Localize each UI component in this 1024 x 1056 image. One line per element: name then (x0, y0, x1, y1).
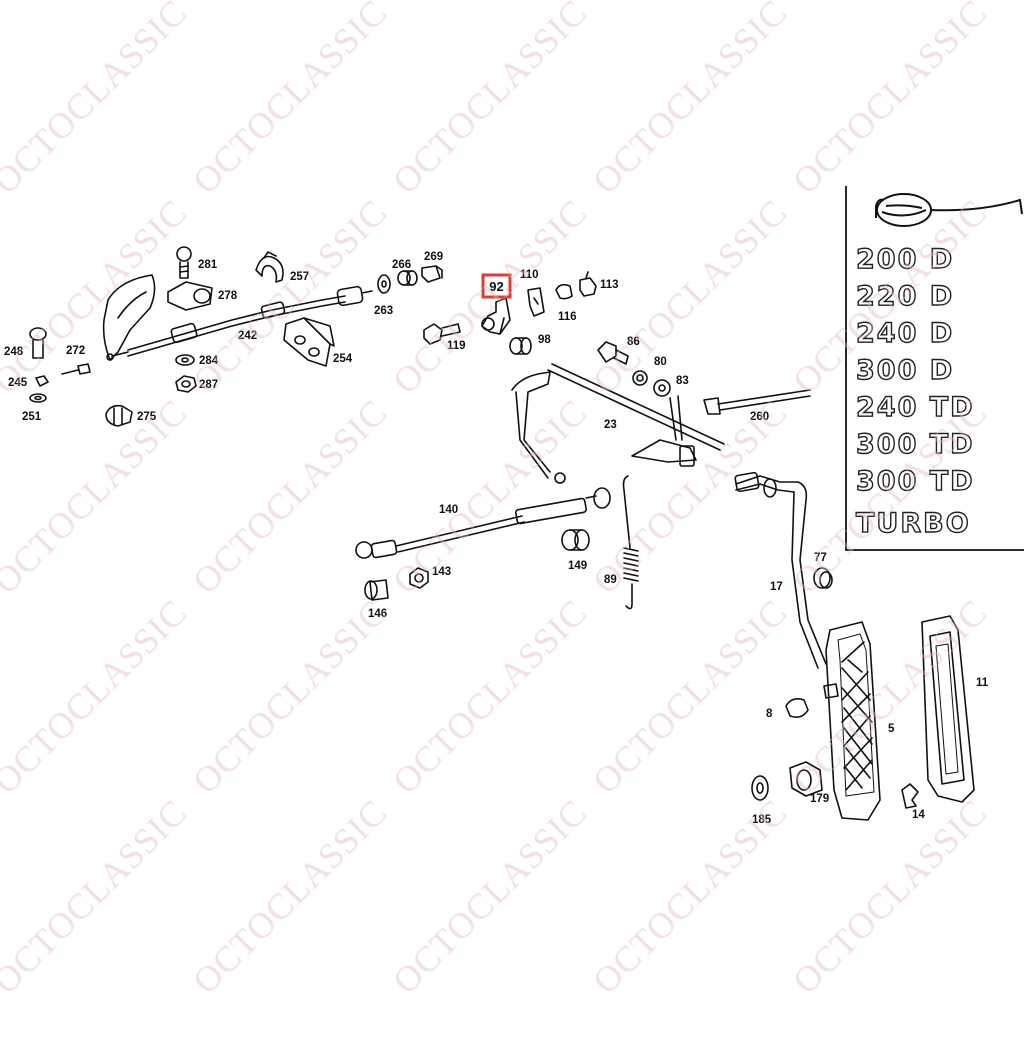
part-label-119[interactable]: 119 (447, 340, 466, 352)
nut-245 (35, 375, 49, 387)
part-label-83[interactable]: 83 (676, 375, 689, 387)
part-label-146[interactable]: 146 (368, 608, 387, 620)
part-label-11[interactable]: 11 (976, 677, 989, 689)
clip-275 (105, 404, 133, 427)
cap-146 (364, 579, 389, 601)
emblem-2: 220 D (856, 281, 954, 312)
part-label-140[interactable]: 140 (439, 504, 458, 516)
highlighted-part-label: 92 (489, 279, 503, 294)
accelerator-pedal-5 (823, 621, 881, 821)
highlighted-part-badge[interactable]: 92 (481, 273, 512, 299)
part-label-287[interactable]: 287 (199, 379, 218, 391)
emblem-5: 240 TD (856, 392, 975, 423)
washer-263 (377, 274, 391, 294)
part-label-248[interactable]: 248 (4, 346, 24, 358)
part-label-185[interactable]: 185 (752, 814, 772, 826)
part-label-179[interactable]: 179 (810, 793, 829, 805)
floor-plate-11 (921, 615, 975, 803)
part-label-149[interactable]: 149 (568, 560, 587, 572)
emblem-panel: 200 D 220 D 240 D 300 D 240 TD 300 TD 30… (845, 186, 1024, 551)
rod-260 (703, 389, 811, 415)
part-label-266[interactable]: 266 (392, 259, 411, 271)
bush-149 (561, 529, 590, 551)
part-label-272[interactable]: 272 (66, 345, 85, 357)
cable-140 (355, 487, 611, 559)
emblem-1: 200 D (856, 244, 954, 275)
washer-83 (653, 379, 671, 397)
part-label-113[interactable]: 113 (600, 279, 619, 291)
emblem-4: 300 D (856, 355, 954, 386)
emblem-3: 240 D (856, 318, 954, 349)
part-label-80[interactable]: 80 (654, 356, 667, 368)
part-label-89[interactable]: 89 (604, 574, 617, 586)
part-label-260[interactable]: 260 (750, 411, 769, 423)
clip-8 (785, 698, 809, 718)
part-label-284[interactable]: 284 (199, 355, 219, 367)
clip-116 (555, 283, 573, 300)
clip-14 (901, 783, 919, 809)
washer-251 (29, 393, 47, 403)
spring-washer-284 (175, 354, 195, 366)
linkage-rod-17 (734, 471, 827, 669)
part-label-98[interactable]: 98 (538, 334, 551, 346)
part-label-17[interactable]: 17 (770, 581, 783, 593)
spring-89 (622, 475, 639, 610)
hand-throttle-knob (102, 274, 156, 361)
emblem-8: TURBO (856, 508, 971, 539)
clip-113 (579, 271, 597, 297)
part-label-254[interactable]: 254 (333, 353, 353, 365)
part-label-275[interactable]: 275 (137, 411, 157, 423)
emblem-6: 300 TD (856, 429, 975, 460)
bushing-266 (397, 270, 418, 286)
screw-281 (176, 246, 192, 279)
bowden-cable (106, 285, 373, 361)
part-label-281[interactable]: 281 (198, 259, 218, 271)
part-label-86[interactable]: 86 (627, 336, 640, 348)
part-label-143[interactable]: 143 (432, 566, 451, 578)
pin-272 (61, 363, 91, 375)
washer-185 (751, 775, 769, 801)
part-label-14[interactable]: 14 (912, 809, 925, 821)
star-logo-icon (875, 193, 1023, 227)
lever-92 (481, 297, 511, 335)
part-label-8[interactable]: 8 (766, 708, 773, 720)
throttle-shaft-23 (511, 363, 725, 484)
cable-guide-254 (283, 317, 335, 367)
clamp-257 (255, 251, 284, 283)
part-label-110[interactable]: 110 (520, 269, 539, 281)
part-labels: 281 257 266 269 278 263 110 113 116 248 … (4, 251, 989, 826)
bolt-248 (29, 327, 47, 359)
plug-269 (421, 265, 443, 283)
bushing-77 (813, 567, 833, 589)
bushing-98 (509, 337, 532, 355)
part-label-77[interactable]: 77 (814, 552, 827, 564)
part-label-5[interactable]: 5 (888, 723, 895, 735)
part-label-23[interactable]: 23 (604, 419, 617, 431)
part-label-278[interactable]: 278 (218, 290, 238, 302)
part-label-269[interactable]: 269 (424, 251, 443, 263)
pivot-179 (789, 761, 823, 797)
part-label-251[interactable]: 251 (22, 411, 42, 423)
bracket-278 (167, 281, 213, 311)
screw-86 (597, 341, 629, 365)
washer-80 (632, 370, 648, 386)
part-label-116[interactable]: 116 (558, 311, 577, 323)
part-label-245[interactable]: 245 (8, 377, 28, 389)
part-label-242[interactable]: 242 (238, 330, 257, 342)
bolt-119 (423, 323, 461, 345)
plate-110 (527, 287, 545, 317)
part-label-263[interactable]: 263 (374, 305, 393, 317)
emblem-7: 300 TD (856, 466, 975, 497)
part-label-257[interactable]: 257 (290, 271, 309, 283)
nut-287 (175, 375, 197, 393)
nut-143 (409, 567, 429, 589)
